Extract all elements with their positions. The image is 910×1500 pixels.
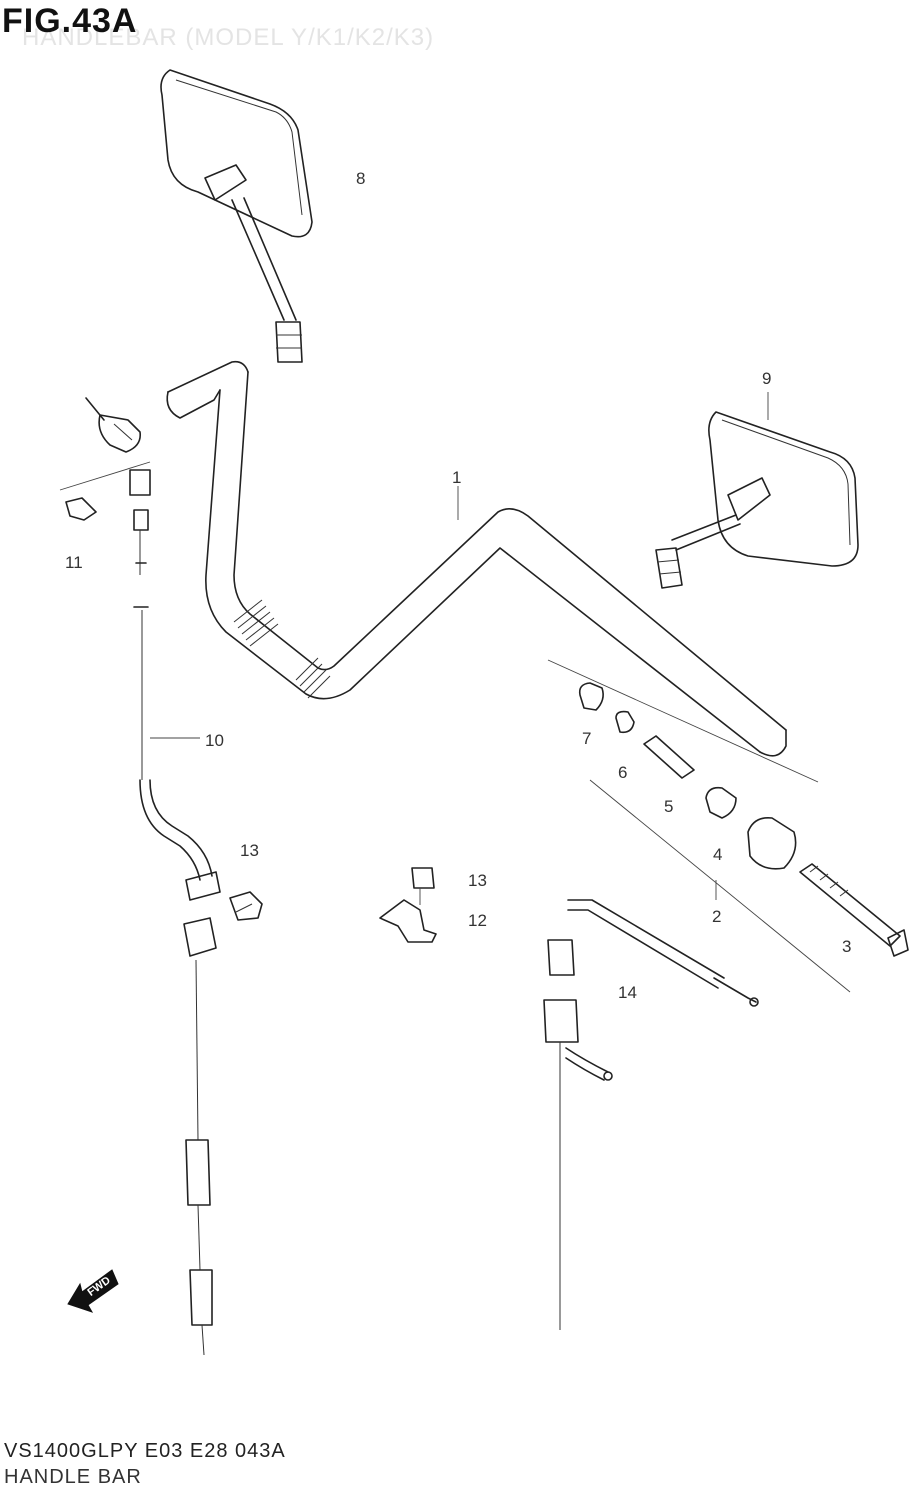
callout-labels: 1 2 3 4 5 6 7 8 9 10 11 12 13 13 14	[65, 169, 851, 1002]
left-mirror	[160, 69, 313, 363]
clamp-12-bolt-13	[379, 867, 437, 943]
handlebar-hardware	[578, 682, 909, 993]
right-mirror	[655, 411, 859, 589]
callout-10: 10	[205, 731, 224, 750]
bolt-13-left	[229, 891, 263, 921]
callout-5: 5	[664, 797, 673, 816]
choke-cable	[543, 880, 759, 1330]
callout-4: 4	[713, 845, 722, 864]
callout-7: 7	[582, 729, 591, 748]
callout-13-left: 13	[240, 841, 259, 860]
callout-8: 8	[356, 169, 365, 188]
callout-12: 12	[468, 911, 487, 930]
screw-11	[65, 497, 97, 521]
callout-3: 3	[842, 937, 851, 956]
callout-6: 6	[618, 763, 627, 782]
handlebar	[166, 360, 819, 783]
fwd-indicator: FWD	[67, 1269, 119, 1313]
figure-subtitle: HANDLEBAR (MODEL Y/K1/K2/K3)	[22, 24, 435, 51]
footer-diagram-name: HANDLE BAR	[4, 1466, 142, 1488]
callout-13-center: 13	[468, 871, 487, 890]
callout-2: 2	[712, 907, 721, 926]
callout-1: 1	[452, 468, 461, 487]
footer-diagram-code: VS1400GLPY E03 E28 043A	[4, 1440, 286, 1462]
fwd-arrow-icon	[67, 1269, 119, 1313]
callout-11: 11	[65, 553, 83, 572]
throttle-cable	[59, 397, 221, 1356]
callout-leaders	[457, 392, 769, 520]
callout-9: 9	[762, 369, 771, 388]
callout-14: 14	[618, 983, 637, 1002]
figure-title: FIG.43A	[2, 2, 138, 40]
